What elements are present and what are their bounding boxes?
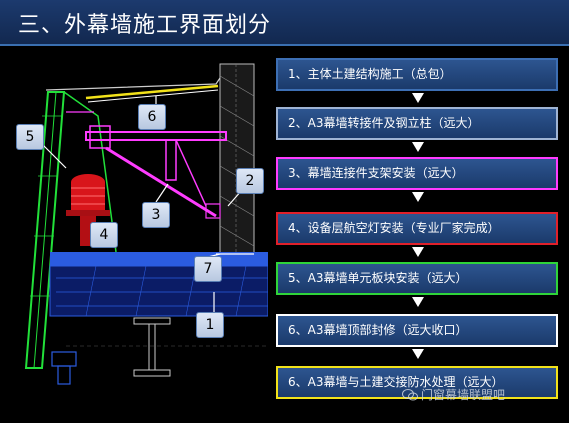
step-6: 6、A3幕墙顶部封修（远大收口）: [276, 314, 558, 347]
arrow-down-icon: [412, 192, 424, 202]
step-5: 5、A3幕墙单元板块安装（远大）: [276, 262, 558, 295]
wechat-icon: [402, 389, 418, 401]
callout-3: 3: [142, 202, 170, 228]
callout-6: 6: [138, 104, 166, 130]
arrow-down-icon: [412, 142, 424, 152]
step-7: 6、A3幕墙与土建交接防水处理（远大）: [276, 366, 558, 399]
callout-2: 2: [236, 168, 264, 194]
magenta-bracket: [66, 111, 227, 219]
watermark-text: 门窗幕墙联盟吧: [421, 388, 506, 402]
steel-beam: [66, 317, 266, 377]
step-3: 3、幕墙连接件支架安装（远大）: [276, 157, 558, 190]
lower-detail: [51, 351, 77, 385]
watermark: 门窗幕墙联盟吧: [402, 386, 505, 403]
arrow-down-icon: [412, 93, 424, 103]
step-1: 1、主体土建结构施工（总包）: [276, 58, 558, 91]
arrow-down-icon: [412, 349, 424, 359]
cad-section-drawing: [24, 63, 268, 385]
callout-7: 7: [194, 256, 222, 282]
callout-5: 5: [16, 124, 44, 150]
callout-1: 1: [196, 312, 224, 338]
arrow-down-icon: [412, 247, 424, 257]
concrete-wall: [219, 63, 255, 265]
green-curtain-wall: [24, 91, 117, 369]
floor-slab: [49, 252, 268, 317]
top-closure: [85, 84, 219, 103]
title-bar: 三、外幕墙施工界面划分: [0, 0, 569, 46]
page-title: 三、外幕墙施工界面划分: [18, 13, 272, 38]
arrow-down-icon: [412, 297, 424, 307]
callout-4: 4: [90, 222, 118, 248]
step-4: 4、设备层航空灯安装（专业厂家完成）: [276, 212, 558, 245]
step-2: 2、A3幕墙转接件及钢立柱（远大）: [276, 107, 558, 140]
